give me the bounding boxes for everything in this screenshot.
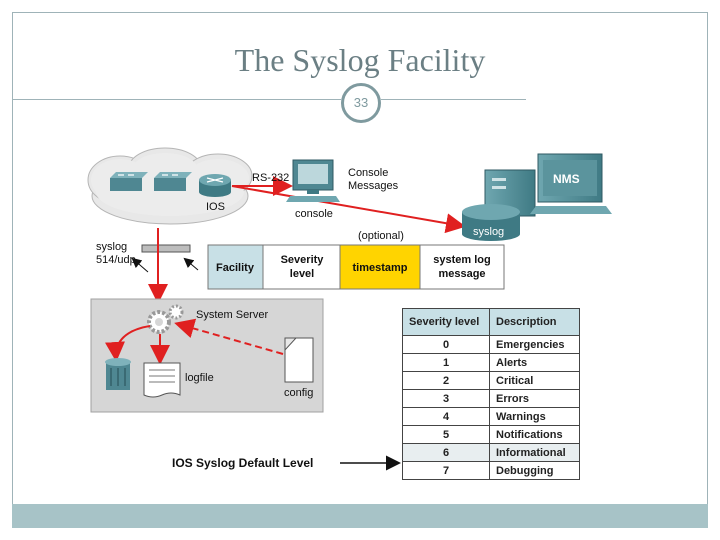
config-icon	[284, 337, 314, 383]
system-server-panel	[90, 298, 324, 413]
field-timestamp: timestamp	[352, 262, 407, 274]
header-severity-level: Severity level	[402, 308, 490, 336]
severity-level-cell: 0	[402, 335, 490, 354]
default-level-label: IOS Syslog Default Level	[172, 456, 313, 470]
header-description: Description	[489, 308, 580, 336]
router-icon	[199, 174, 231, 197]
syslog-arrow	[231, 185, 466, 234]
severity-description-cell: Notifications	[489, 425, 580, 444]
severity-level-cell: 1	[402, 353, 490, 372]
gear-icon	[147, 304, 184, 334]
console-pc-icon	[286, 159, 340, 202]
switch-icon	[110, 172, 148, 191]
port-pointer	[131, 257, 149, 273]
optional-label: (optional)	[358, 230, 404, 242]
message-format	[207, 244, 505, 290]
slide-title: The Syslog Facility	[234, 42, 486, 78]
config-arrow	[174, 318, 284, 355]
severity-level-cell: 2	[402, 371, 490, 390]
nms-server-icon	[484, 153, 612, 217]
title-rule-right	[381, 99, 526, 100]
trash-icon	[105, 358, 131, 390]
syslog-server-label: syslog	[473, 226, 504, 238]
footer-bar	[12, 504, 708, 528]
config-label: config	[284, 387, 313, 399]
system-server-label: System Server	[196, 309, 268, 321]
format-pointer	[183, 257, 199, 271]
logfile-icon	[143, 362, 181, 398]
page-number: 33	[341, 83, 381, 123]
table-header-row: Severity level Description	[402, 308, 580, 336]
severity-description-cell: Emergencies	[489, 335, 580, 354]
rs232-label: RS-232	[252, 172, 289, 184]
ios-label: IOS	[206, 201, 225, 213]
to-trash-arrow	[105, 325, 151, 362]
severity-level-cell: 5	[402, 425, 490, 444]
severity-description-cell: Debugging	[489, 461, 580, 480]
field-facility: Facility	[216, 262, 255, 274]
nms-label: NMS	[553, 172, 580, 186]
severity-description-cell: Errors	[489, 389, 580, 408]
severity-level-cell: 7	[402, 461, 490, 480]
severity-description-cell: Informational	[489, 443, 580, 462]
severity-description-cell: Alerts	[489, 353, 580, 372]
console-label: console	[295, 208, 333, 220]
severity-description-cell: Warnings	[489, 407, 580, 426]
port-bar	[141, 244, 191, 253]
severity-description-cell: Critical	[489, 371, 580, 390]
syslog-server-icon	[462, 204, 520, 241]
title-rule-left	[12, 99, 341, 100]
severity-level-cell: 6	[402, 443, 490, 462]
severity-level-cell: 3	[402, 389, 490, 408]
severity-level-cell: 4	[402, 407, 490, 426]
logfile-label: logfile	[185, 372, 214, 384]
switch-icon	[154, 172, 192, 191]
